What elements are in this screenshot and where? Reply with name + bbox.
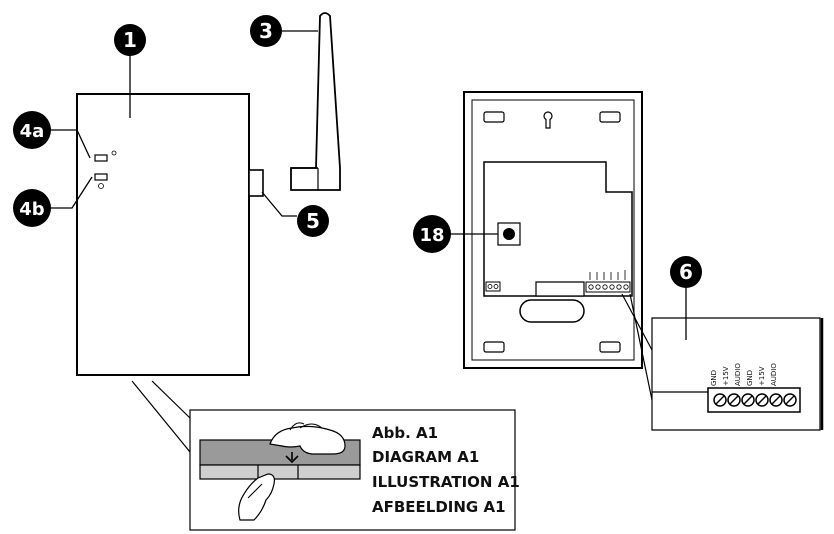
- led-4a-symbol: [111, 150, 117, 156]
- terminal-label-6: AUDIO: [770, 363, 778, 386]
- terminal-label-3: AUDIO: [734, 363, 742, 386]
- leader-lines-left: [49, 30, 318, 217]
- callout-5-label: 5: [306, 209, 320, 233]
- caption-line-2: DIAGRAM A1: [372, 448, 479, 466]
- connector-port: [248, 169, 264, 197]
- back-plate: [463, 91, 643, 369]
- callout-4a: 4a: [13, 111, 51, 149]
- led-4b: [94, 173, 108, 181]
- terminal-label-1: GND: [710, 370, 718, 386]
- caption-line-1: Abb. A1: [372, 424, 438, 442]
- terminal-detail: GND +15V AUDIO GND +15V AUDIO: [621, 293, 824, 431]
- hand-bottom: [238, 473, 275, 521]
- callout-18: 18: [413, 215, 451, 253]
- caption-line-3: ILLUSTRATION A1: [372, 473, 520, 491]
- callout-4b-label: 4b: [19, 199, 45, 220]
- callout-3-label: 3: [259, 19, 273, 43]
- callout-1-label: 1: [123, 28, 137, 52]
- device-housing: [76, 93, 250, 376]
- terminal-label-2: +15V: [722, 366, 730, 386]
- main-unit: [76, 93, 264, 376]
- callout-5: 5: [297, 205, 329, 237]
- antenna: [290, 12, 341, 191]
- detail-inset: Abb. A1 DIAGRAM A1 ILLUSTRATION A1 AFBEE…: [131, 380, 520, 531]
- caption-line-4: AFBEELDING A1: [372, 498, 506, 516]
- terminal-label-4: GND: [746, 370, 754, 386]
- callout-4b: 4b: [13, 189, 51, 227]
- callout-6: 6: [670, 256, 702, 288]
- terminal-label-5: +15V: [758, 366, 766, 386]
- led-4b-symbol: [98, 183, 104, 189]
- callout-3: 3: [250, 15, 282, 47]
- hand-top: [269, 425, 346, 455]
- callout-18-label: 18: [419, 225, 444, 246]
- callout-4a-label: 4a: [20, 121, 45, 142]
- callout-6-label: 6: [679, 260, 693, 284]
- callout-1: 1: [114, 24, 146, 56]
- led-4a: [94, 154, 108, 162]
